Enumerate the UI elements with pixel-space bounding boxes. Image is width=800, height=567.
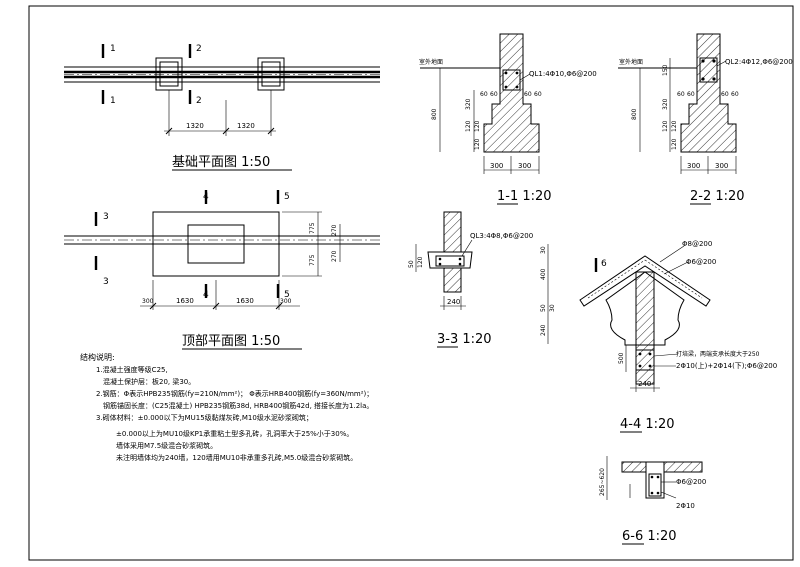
dim-120b-s1: 120: [474, 120, 481, 132]
dim-30b-s4: 30: [549, 304, 556, 312]
dim-270-bottom: 270: [331, 250, 338, 262]
dim-1630-right: 1630: [236, 297, 254, 305]
dim-270-top: 270: [331, 224, 338, 236]
dim-150-s2: 150: [662, 64, 669, 76]
notes-line-7: 墙体采用M7.5级混合砂浆砌筑。: [116, 441, 217, 450]
section-mark-2-top: 2: [196, 44, 202, 54]
dim-60d-s1: 60: [534, 91, 542, 98]
dim-60c-s2: 60: [721, 91, 729, 98]
drawing-border: [28, 5, 794, 561]
section-2-2-title: 2-2 1:20: [690, 189, 745, 204]
structural-notes: 结构说明: 1.混凝土强度等级C25, 混凝土保护层：板20, 梁30。 2.钢…: [80, 352, 373, 462]
section-4-4: 6 Φ8@200 Φ6@200 打培梁，两端支承长度大于250 2Φ10(上)+…: [540, 240, 777, 433]
dim-120c-s1: 120: [474, 138, 481, 150]
section-mark-6: 6: [601, 259, 607, 269]
dim-120b-s2: 120: [671, 120, 678, 132]
dim-775-bottom: 775: [309, 254, 316, 266]
dim-800-s1: 800: [431, 108, 438, 120]
dim-800-s2: 800: [631, 108, 638, 120]
roof-plan: 3 3 4 4 5 5 300 1630 1630 300 775 775 27…: [64, 190, 380, 350]
beam-label-ql1: QL1:4Φ10,Φ6@200: [529, 70, 597, 78]
section-mark-2-bottom: 2: [196, 96, 202, 106]
dim-240-s3: 240: [447, 298, 460, 306]
dim-120a-s1: 120: [465, 120, 472, 132]
dim-320-s2: 320: [662, 98, 669, 110]
dim-775-top: 775: [309, 222, 316, 234]
dim-30-s4: 30: [540, 246, 547, 254]
section-4-4-title: 4-4 1:20: [620, 417, 675, 432]
beam-label-ql2: QL2:4Φ12,Φ6@200: [725, 58, 793, 66]
notes-line-8: 未注明墙体均为240墙，120墙用MU10非承重多孔砖,M5.0级混合砂浆砌筑。: [116, 453, 357, 462]
dim-60a-s2: 60: [677, 91, 685, 98]
rebar-stirrup-s6: Φ6@200: [676, 478, 706, 486]
beam-note-label: 打培梁，两端支承长度大于250: [676, 350, 760, 358]
notes-heading: 结构说明:: [80, 352, 115, 362]
notes-line-3: 2.钢筋：Φ表示HPB235钢筋(fy=210N/mm²)； Φ表示HRB400…: [96, 389, 373, 398]
dim-60a-s1: 60: [480, 91, 488, 98]
dim-320-s1: 320: [465, 98, 472, 110]
dim-1320-right: 1320: [237, 122, 255, 130]
section-mark-4-top: 4: [203, 192, 209, 202]
dim-500-s4: 500: [618, 352, 625, 364]
dim-300-right: 300: [280, 298, 292, 305]
dim-50-s4: 50: [540, 304, 547, 312]
notes-line-4: 钢筋锚固长度：(C25混凝土) HPB235钢筋38d, HRB400钢筋42d…: [103, 401, 373, 410]
dim-120-s3: 120: [417, 256, 424, 268]
dim-50-s3: 50: [408, 260, 415, 268]
dim-120a-s2: 120: [662, 120, 669, 132]
roof-plan-title: 顶部平面图 1:50: [182, 334, 280, 349]
ground-label-1: 室外地面: [419, 58, 443, 66]
section-mark-5-top: 5: [284, 192, 290, 202]
dim-400-s4: 400: [540, 268, 547, 280]
dim-1320-left: 1320: [186, 122, 204, 130]
dim-side-s6: 265~620: [599, 468, 606, 496]
section-2-2: 室外地面 QL2:4Φ12,Φ6@200 800 150 320 120 120…: [618, 33, 793, 205]
dim-240v-s4: 240: [540, 324, 547, 336]
section-mark-3-top: 3: [103, 212, 109, 222]
section-mark-1-top: 1: [110, 44, 116, 54]
dim-1630-left: 1630: [176, 297, 194, 305]
dim-300b-s1: 300: [518, 162, 531, 170]
section-mark-4-bottom: 4: [203, 290, 209, 300]
section-6-6: 265~620 Φ6@200 2Φ10 6-6 1:20: [599, 456, 706, 545]
foundation-plan-title: 基础平面图 1:50: [172, 155, 270, 170]
section-mark-3-bottom: 3: [103, 277, 109, 287]
notes-line-1: 1.混凝土强度等级C25,: [96, 365, 168, 374]
dim-300a-s1: 300: [490, 162, 503, 170]
section-6-6-title: 6-6 1:20: [622, 529, 677, 544]
section-mark-1-bottom: 1: [110, 96, 116, 106]
beam-rebar-label: 2Φ10(上)+2Φ14(下);Φ6@200: [676, 361, 777, 370]
ground-label-2: 室外地面: [619, 58, 643, 66]
beam-label-ql3: QL3:4Φ8,Φ6@200: [470, 232, 533, 240]
dim-60c-s1: 60: [524, 91, 532, 98]
dim-240-s4: 240: [638, 380, 651, 388]
rebar-main-s6: 2Φ10: [676, 502, 695, 510]
rebar-top-label: Φ8@200: [682, 240, 712, 248]
section-1-1: 室外地面 QL1:4Φ10,Φ6@200 800 320 120 120 120…: [419, 33, 597, 205]
dim-300a-s2: 300: [687, 162, 700, 170]
section-3-3-title: 3-3 1:20: [437, 332, 492, 347]
rebar-mid-label: Φ6@200: [686, 258, 716, 266]
section-mark-5-bottom: 5: [284, 290, 290, 300]
section-3-3: QL3:4Φ8,Φ6@200 50 120 240 3-3 1:20: [408, 211, 533, 348]
dim-60d-s2: 60: [731, 91, 739, 98]
notes-line-6: ±0.000以上为MU10级KP1承重粘土型多孔砖，孔洞率大于25%小于30%。: [116, 429, 353, 438]
section-1-1-title: 1-1 1:20: [497, 189, 552, 204]
foundation-plan: 1 1 2 2 1320 1320 基础平面图 1:50: [64, 44, 380, 171]
dim-60b-s1: 60: [490, 91, 498, 98]
dim-60b-s2: 60: [687, 91, 695, 98]
notes-line-2: 混凝土保护层：板20, 梁30。: [103, 377, 195, 386]
dim-300b-s2: 300: [715, 162, 728, 170]
notes-line-5: 3.砌体材料：±0.000以下为MU15级黏煤灰砖,M10级水泥砂浆砌筑；: [96, 413, 313, 422]
dim-120c-s2: 120: [671, 138, 678, 150]
dim-300-left: 300: [142, 298, 154, 305]
